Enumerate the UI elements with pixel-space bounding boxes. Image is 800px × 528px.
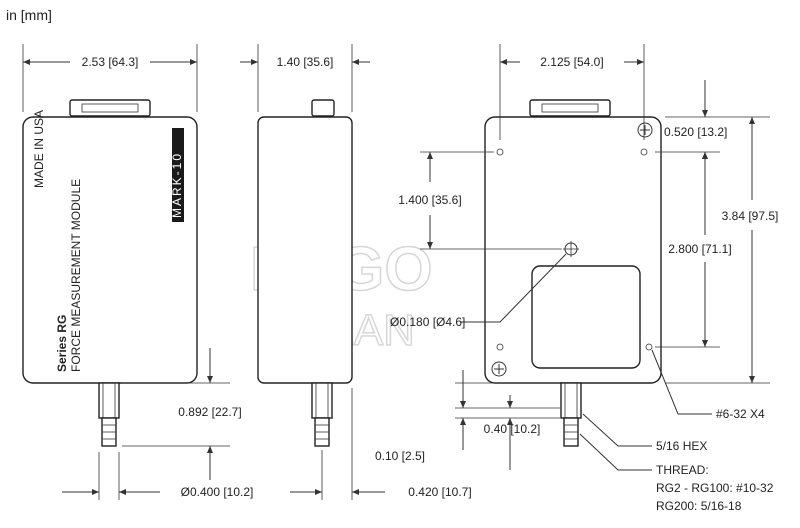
- note-screw: #6-32 X4: [716, 407, 765, 421]
- dim-bottom-gap: 0.10 [2.5]: [375, 449, 425, 463]
- note-thread-1: RG2 - RG100: #10-32: [656, 481, 774, 495]
- side-body: [257, 116, 353, 384]
- side-top-connector: [311, 99, 335, 117]
- back-mount-plate: [531, 265, 641, 369]
- made-in-label: MADE IN USA: [32, 110, 46, 188]
- dim-shaft-dia: Ø0.400 [10.2]: [181, 485, 254, 499]
- units-label: in [mm]: [6, 7, 52, 23]
- screw-top-right: [637, 122, 653, 138]
- dim-top-to-hole: 0.520 [13.2]: [664, 125, 727, 139]
- note-hex: 5/16 HEX: [656, 439, 707, 453]
- top-connector-slot: [81, 103, 139, 113]
- side-shaft-hex: [311, 382, 333, 419]
- dim-hole-spacing-y: 2.800 [71.1]: [668, 242, 731, 256]
- note-thread-2: RG200: 5/16-18: [656, 499, 742, 513]
- dim-bottom-offset: 0.40 [10.2]: [484, 422, 541, 436]
- brand-label: MARK-10: [170, 152, 184, 218]
- dim-height: 3.84 [97.5]: [722, 209, 779, 223]
- thread-note-leader: [579, 433, 652, 471]
- side-view: 1.40 [35.6] 0.420 [10.7]: [240, 44, 472, 500]
- dim-width: 2.53 [64.3]: [82, 55, 139, 69]
- front-view: MADE IN USA Series RG FORCE MEASUREMENT …: [22, 44, 254, 500]
- brand-badge: [172, 128, 184, 222]
- module-label: FORCE MEASUREMENT MODULE: [69, 179, 83, 372]
- dim-depth: 1.40 [35.6]: [277, 55, 334, 69]
- hex-note-leader: [582, 413, 652, 447]
- back-view: 2.125 [54.0] 0.520 [13.2] 3.84 [97.5] 2.…: [375, 44, 778, 513]
- series-label: Series RG: [55, 315, 69, 372]
- front-shaft-hex: [98, 382, 120, 419]
- dim-shaft-offset: 0.420 [10.7]: [408, 485, 471, 499]
- back-shaft-hex: [560, 382, 582, 419]
- center-hole-leader: [460, 253, 567, 323]
- screw-hole-bl: [496, 343, 504, 351]
- screw-bottom-left: [491, 361, 507, 377]
- screw-hole-tl: [496, 148, 504, 156]
- dim-center-hole-offset: 1.400 [35.6]: [398, 193, 461, 207]
- screw-hole-tr: [640, 148, 648, 156]
- note-thread-title: THREAD:: [656, 463, 709, 477]
- screw-note-leader: [651, 349, 712, 415]
- screw-hole-br: [645, 343, 653, 351]
- dim-hole-spacing-x: 2.125 [54.0]: [540, 55, 603, 69]
- dim-connector-length: 0.892 [22.7]: [178, 405, 241, 419]
- dim-center-hole-dia: Ø0.180 [Ø4.6]: [390, 315, 465, 329]
